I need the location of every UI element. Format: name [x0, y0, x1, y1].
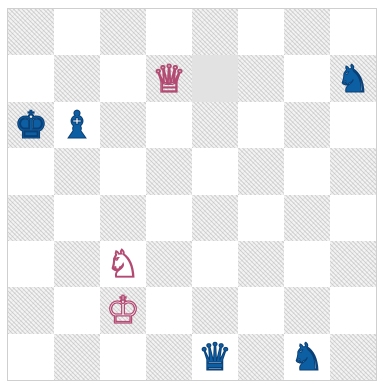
square-g4[interactable] [284, 195, 330, 241]
square-g5[interactable] [284, 148, 330, 194]
square-h6[interactable] [330, 102, 376, 148]
square-h1[interactable] [330, 334, 376, 380]
square-f6[interactable] [238, 102, 284, 148]
square-e7[interactable] [192, 55, 238, 101]
square-g8[interactable] [284, 9, 330, 55]
square-d3[interactable] [146, 241, 192, 287]
square-f2[interactable] [238, 287, 284, 333]
white-knight-piece-icon[interactable]: ♘ [106, 245, 140, 283]
square-g2[interactable] [284, 287, 330, 333]
square-a3[interactable] [8, 241, 54, 287]
square-a1[interactable] [8, 334, 54, 380]
square-f4[interactable] [238, 195, 284, 241]
square-e8[interactable] [192, 9, 238, 55]
square-h3[interactable] [330, 241, 376, 287]
square-b1[interactable] [54, 334, 100, 380]
black-knight-piece-icon[interactable]: ♞ [290, 338, 324, 376]
black-queen-piece-icon[interactable]: ♛ [198, 338, 232, 376]
square-g1[interactable]: ♞ [284, 334, 330, 380]
square-h7[interactable]: ♞ [330, 55, 376, 101]
square-f3[interactable] [238, 241, 284, 287]
square-f7[interactable] [238, 55, 284, 101]
square-c6[interactable] [100, 102, 146, 148]
black-king-piece-icon[interactable]: ♚ [14, 106, 48, 144]
square-a7[interactable] [8, 55, 54, 101]
square-g6[interactable] [284, 102, 330, 148]
square-e4[interactable] [192, 195, 238, 241]
white-king-piece-icon[interactable]: ♔ [106, 291, 140, 329]
square-c8[interactable] [100, 9, 146, 55]
square-c7[interactable] [100, 55, 146, 101]
square-a4[interactable] [8, 195, 54, 241]
square-e3[interactable] [192, 241, 238, 287]
black-knight-piece-icon[interactable]: ♞ [336, 60, 370, 98]
square-h4[interactable] [330, 195, 376, 241]
square-d5[interactable] [146, 148, 192, 194]
square-g7[interactable] [284, 55, 330, 101]
square-d7[interactable]: ♕ [146, 55, 192, 101]
square-b6[interactable]: ♝ [54, 102, 100, 148]
square-c2[interactable]: ♔ [100, 287, 146, 333]
chess-board: ♕ ♞ ♚ ♝ ♘ ♔ ♛ ♞ [8, 9, 376, 380]
square-e1[interactable]: ♛ [192, 334, 238, 380]
white-queen-piece-icon[interactable]: ♕ [152, 60, 186, 98]
square-d2[interactable] [146, 287, 192, 333]
square-c3[interactable]: ♘ [100, 241, 146, 287]
square-a8[interactable] [8, 9, 54, 55]
square-b3[interactable] [54, 241, 100, 287]
square-b4[interactable] [54, 195, 100, 241]
square-h8[interactable] [330, 9, 376, 55]
square-e5[interactable] [192, 148, 238, 194]
square-a2[interactable] [8, 287, 54, 333]
square-f5[interactable] [238, 148, 284, 194]
square-a5[interactable] [8, 148, 54, 194]
square-e2[interactable] [192, 287, 238, 333]
square-c1[interactable] [100, 334, 146, 380]
square-c4[interactable] [100, 195, 146, 241]
square-h2[interactable] [330, 287, 376, 333]
chess-board-frame: ♕ ♞ ♚ ♝ ♘ ♔ ♛ ♞ [7, 8, 377, 381]
square-d8[interactable] [146, 9, 192, 55]
square-g3[interactable] [284, 241, 330, 287]
black-bishop-piece-icon[interactable]: ♝ [60, 106, 94, 144]
square-e6[interactable] [192, 102, 238, 148]
square-h5[interactable] [330, 148, 376, 194]
square-b8[interactable] [54, 9, 100, 55]
square-f1[interactable] [238, 334, 284, 380]
square-d4[interactable] [146, 195, 192, 241]
square-d1[interactable] [146, 334, 192, 380]
square-a6[interactable]: ♚ [8, 102, 54, 148]
square-b2[interactable] [54, 287, 100, 333]
square-d6[interactable] [146, 102, 192, 148]
square-c5[interactable] [100, 148, 146, 194]
square-b5[interactable] [54, 148, 100, 194]
square-b7[interactable] [54, 55, 100, 101]
square-f8[interactable] [238, 9, 284, 55]
